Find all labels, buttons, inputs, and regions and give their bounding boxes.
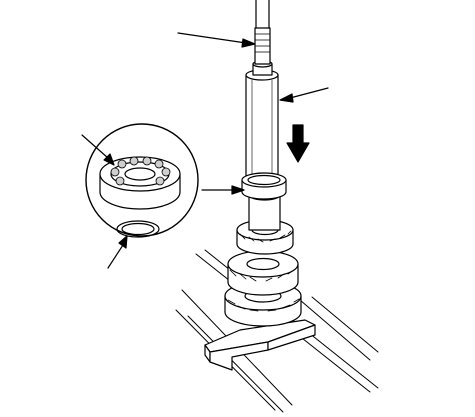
leader-line-shaft-tip — [177, 32, 256, 48]
support-block — [204, 319, 316, 371]
bearing-detail — [99, 156, 181, 210]
middle-gear — [227, 250, 299, 296]
snap-ring — [116, 220, 160, 238]
leader-line-snap-ring — [107, 235, 128, 269]
press-direction-arrow — [286, 124, 310, 163]
detail-pointer-arrow — [201, 185, 245, 195]
leader-line-shaft — [279, 87, 329, 103]
leader-line-bearing — [81, 134, 115, 166]
detail-view — [85, 123, 199, 238]
shaft-bearing — [241, 172, 287, 200]
